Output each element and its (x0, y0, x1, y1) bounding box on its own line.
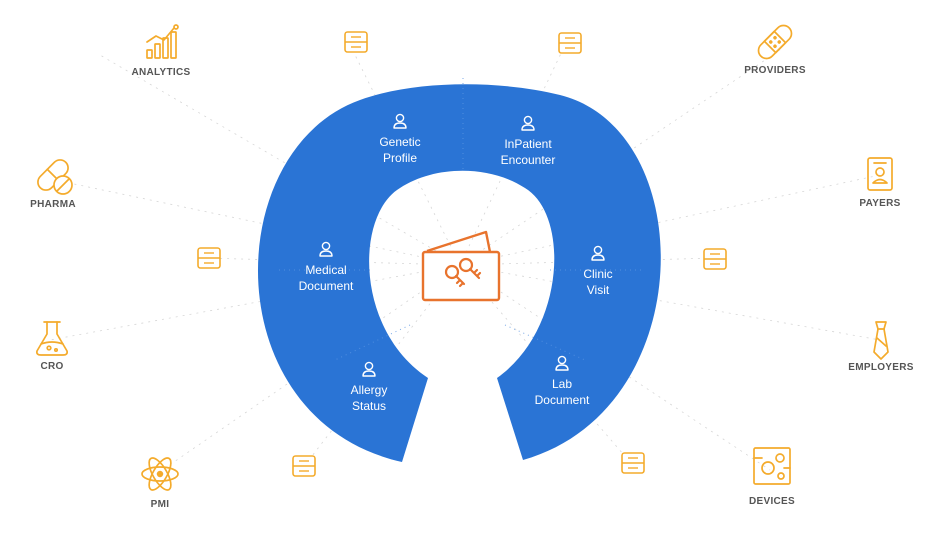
user-icon (319, 241, 333, 257)
connector-line (459, 49, 781, 266)
atom-icon (141, 457, 179, 491)
bandage-icon (757, 24, 793, 60)
database-icon (344, 31, 368, 53)
stakeholder-label-cro: CRO (40, 361, 64, 372)
database-icon (558, 32, 582, 54)
id-card-icon (867, 157, 893, 191)
user-icon (362, 361, 376, 377)
connector-line (459, 44, 566, 266)
database-nodes (197, 31, 727, 477)
connector-line (459, 174, 881, 266)
database-icon (292, 455, 316, 477)
pill-icon (37, 159, 73, 195)
flask-icon (35, 321, 69, 356)
segment-label-line1: Genetic (379, 135, 421, 149)
segment-label-line2: Status (351, 399, 387, 413)
stakeholder-label-pharma: PHARMA (30, 199, 76, 210)
necktie-icon (873, 321, 889, 360)
segment-label-line1: Clinic (583, 267, 613, 281)
user-icon (591, 245, 605, 261)
connector-line (459, 264, 771, 471)
user-icon (393, 113, 407, 129)
segment-label-line2: Document (534, 393, 590, 407)
stakeholder-label-payers: PAYERS (859, 198, 901, 209)
ring-shape (257, 84, 661, 463)
stakeholder-label-pmi: PMI (150, 499, 170, 510)
device-board-icon (753, 447, 791, 485)
user-icon (555, 355, 569, 371)
connector-line (54, 179, 461, 266)
stakeholder-label-employers: EMPLOYERS (848, 362, 914, 373)
wallet-key-icon (421, 230, 501, 302)
bar-chart-icon (146, 24, 179, 59)
database-icon (197, 247, 221, 269)
connector-line (49, 264, 461, 341)
segment-label-line2: Document (298, 279, 354, 293)
segment-label-line1: Lab (551, 377, 573, 391)
segment-label-line1: Medical (305, 263, 347, 277)
segment-label-line1: Allergy (350, 383, 388, 397)
connector-line (154, 264, 461, 476)
database-icon (621, 452, 645, 474)
segment-label-line2: Visit (586, 283, 610, 297)
connector-line (349, 44, 461, 266)
stakeholder-label-providers: PROVIDERS (744, 65, 806, 76)
stakeholder-label-analytics: ANALYTICS (131, 67, 191, 78)
stakeholder-label-devices: DEVICES (748, 496, 795, 507)
segment-label-line1: InPatient (504, 137, 552, 151)
user-icon (521, 115, 535, 131)
segment-label-line2: Encounter (500, 153, 556, 167)
connector-line (459, 264, 881, 341)
segment-label-line2: Profile (382, 151, 417, 165)
database-icon (703, 248, 727, 270)
horseshoe-ring (257, 78, 661, 463)
stakeholder-icons (35, 24, 893, 491)
